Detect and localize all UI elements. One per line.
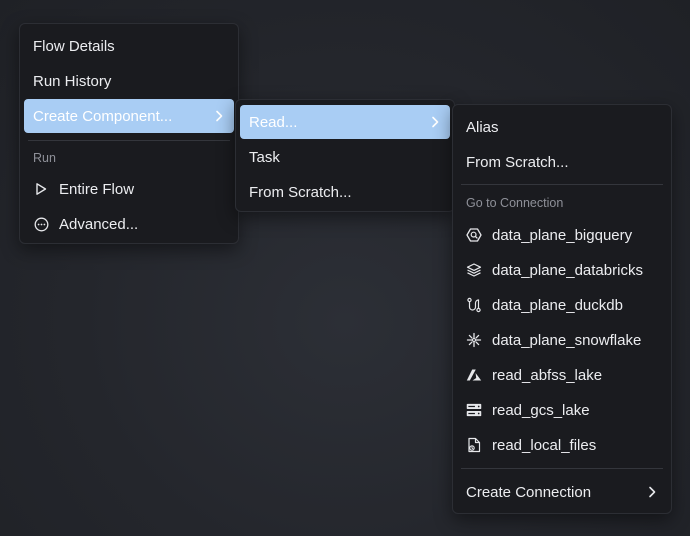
- chevron-right-icon: [646, 486, 658, 498]
- menu-separator: [461, 468, 663, 469]
- menu-item-label: Flow Details: [33, 37, 115, 55]
- section-label-go-to-connection: Go to Connection: [466, 196, 564, 210]
- connection-label: read_abfss_lake: [492, 366, 603, 384]
- menu-separator: [28, 140, 230, 141]
- menu-item-advanced[interactable]: Advanced...: [24, 207, 234, 241]
- snowflake-icon: [466, 332, 482, 348]
- menu-item-label: Read...: [249, 113, 298, 131]
- connection-label: read_gcs_lake: [492, 401, 590, 419]
- connection-label: data_plane_bigquery: [492, 226, 633, 244]
- section-label-run: Run: [33, 151, 56, 165]
- connection-item-abfss[interactable]: read_abfss_lake: [457, 358, 667, 392]
- main-context-menu: Flow Details Run History Create Componen…: [19, 23, 239, 244]
- menu-item-alias[interactable]: Alias: [457, 110, 667, 144]
- menu-item-label: Create Component...: [33, 107, 173, 125]
- connection-label: data_plane_snowflake: [492, 331, 642, 349]
- menu-item-from-scratch[interactable]: From Scratch...: [457, 145, 667, 179]
- azure-icon: [466, 367, 482, 383]
- menu-item-label: Run History: [33, 72, 112, 90]
- menu-item-label: Entire Flow: [59, 180, 135, 198]
- play-icon: [33, 181, 49, 197]
- connection-item-bigquery[interactable]: data_plane_bigquery: [457, 218, 667, 252]
- menu-item-from-scratch[interactable]: From Scratch...: [240, 175, 450, 209]
- server-icon: [466, 402, 482, 418]
- circle-dots-icon: [33, 216, 49, 232]
- menu-item-label: From Scratch...: [249, 183, 352, 201]
- connection-item-snowflake[interactable]: data_plane_snowflake: [457, 323, 667, 357]
- read-submenu: Alias From Scratch... Go to Connection d…: [452, 104, 672, 514]
- connection-item-duckdb[interactable]: data_plane_duckdb: [457, 288, 667, 322]
- menu-item-create-connection[interactable]: Create Connection: [457, 475, 667, 509]
- chevron-right-icon: [429, 116, 441, 128]
- menu-item-entire-flow[interactable]: Entire Flow: [24, 172, 234, 206]
- menu-item-label: From Scratch...: [466, 153, 569, 171]
- databricks-icon: [466, 262, 482, 278]
- menu-item-label: Alias: [466, 118, 499, 136]
- menu-item-run-history[interactable]: Run History: [24, 64, 234, 98]
- menu-item-create-component[interactable]: Create Component...: [24, 99, 234, 133]
- connection-item-gcs[interactable]: read_gcs_lake: [457, 393, 667, 427]
- chevron-right-icon: [213, 110, 225, 122]
- menu-separator: [461, 184, 663, 185]
- menu-item-label: Create Connection: [466, 483, 592, 501]
- menu-item-label: Advanced...: [59, 215, 139, 233]
- connection-label: data_plane_databricks: [492, 261, 643, 279]
- local-file-icon: [466, 437, 482, 453]
- menu-item-flow-details[interactable]: Flow Details: [24, 29, 234, 63]
- connection-item-databricks[interactable]: data_plane_databricks: [457, 253, 667, 287]
- menu-item-label: Task: [249, 148, 280, 166]
- bigquery-icon: [466, 227, 482, 243]
- connection-item-local-files[interactable]: read_local_files: [457, 428, 667, 462]
- duckdb-icon: [466, 297, 482, 313]
- connection-label: data_plane_duckdb: [492, 296, 623, 314]
- menu-item-read[interactable]: Read...: [240, 105, 450, 139]
- create-component-submenu: Read... Task From Scratch...: [235, 99, 455, 212]
- menu-item-task[interactable]: Task: [240, 140, 450, 174]
- connection-label: read_local_files: [492, 436, 597, 454]
